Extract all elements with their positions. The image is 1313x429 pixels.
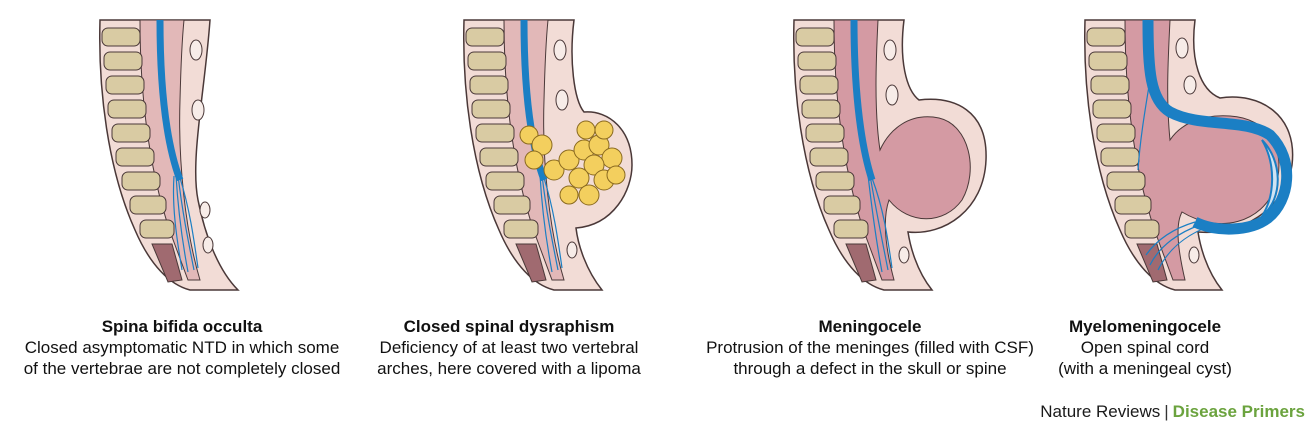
spinal-cord: [850, 19, 876, 182]
series-name: Disease Primers: [1172, 402, 1305, 421]
cord-placode: [1261, 139, 1279, 217]
panel-title: Spina bifida occulta: [101, 317, 263, 336]
muscle-cells: [189, 39, 214, 254]
panel-spina-bifida-occulta: Spina bifida occulta Closed asymptomatic…: [0, 0, 340, 429]
vertebrae: [465, 27, 547, 283]
cauda-equina: [539, 174, 563, 273]
panel-description-line: Protrusion of the meninges (filled with …: [706, 338, 1034, 357]
vertebrae: [1086, 27, 1168, 283]
journal-name: Nature Reviews: [1040, 402, 1161, 421]
panel-closed-spinal-dysraphism: Closed spinal dysraphism Deficiency of a…: [364, 0, 694, 429]
panel-title: Meningocele: [818, 317, 922, 336]
credit-separator: |: [1164, 402, 1169, 421]
lipoma: [519, 120, 626, 206]
open-spinal-cord: [1142, 19, 1293, 235]
panel-description-line: through a defect in the skull or spine: [733, 359, 1007, 378]
panel-description-line: Open spinal cord: [1080, 338, 1210, 357]
muscle-cells: [883, 39, 910, 264]
panel-meningocele: Meningocele Protrusion of the meninges (…: [694, 0, 1034, 429]
myelomeningocele-illustration: [1084, 19, 1294, 291]
caption-closed-spinal-dysraphism: Closed spinal dysraphism Deficiency of a…: [364, 316, 654, 379]
muscle-cells: [553, 39, 578, 259]
caption-spina-bifida-occulta: Spina bifida occulta Closed asymptomatic…: [0, 316, 364, 379]
cauda-equina: [172, 174, 199, 273]
panel-description-line: arches, here covered with a lipoma: [377, 359, 641, 378]
panel-description-line: (with a meningeal cyst): [1058, 359, 1232, 378]
nerve-roots: [1137, 79, 1206, 271]
panel-title: Myelomeningocele: [1068, 317, 1222, 336]
panel-title: Closed spinal dysraphism: [403, 317, 615, 336]
vertebrae: [795, 27, 877, 283]
meningocele-illustration: [793, 19, 987, 291]
panel-description-line: of the vertebrae are not completely clos…: [23, 359, 341, 378]
closed-spinal-dysraphism-illustration: [463, 19, 633, 291]
panel-description-line: Deficiency of at least two vertebral: [379, 338, 639, 357]
vertebrae: [101, 27, 183, 283]
panel-description-line: Closed asymptomatic NTD in which some: [24, 338, 340, 357]
muscle-cells: [1175, 37, 1200, 264]
caption-myelomeningocele: Myelomeningocele Open spinal cord (with …: [1020, 316, 1270, 379]
journal-credit: Nature Reviews|Disease Primers: [1040, 402, 1305, 422]
panel-myelomeningocele: Myelomeningocele Open spinal cord (with …: [1000, 0, 1313, 429]
spinal-cord: [156, 19, 184, 182]
caption-meningocele: Meningocele Protrusion of the meninges (…: [690, 316, 1050, 379]
cauda-equina: [867, 174, 893, 273]
spina-bifida-occulta-illustration: [99, 19, 240, 291]
